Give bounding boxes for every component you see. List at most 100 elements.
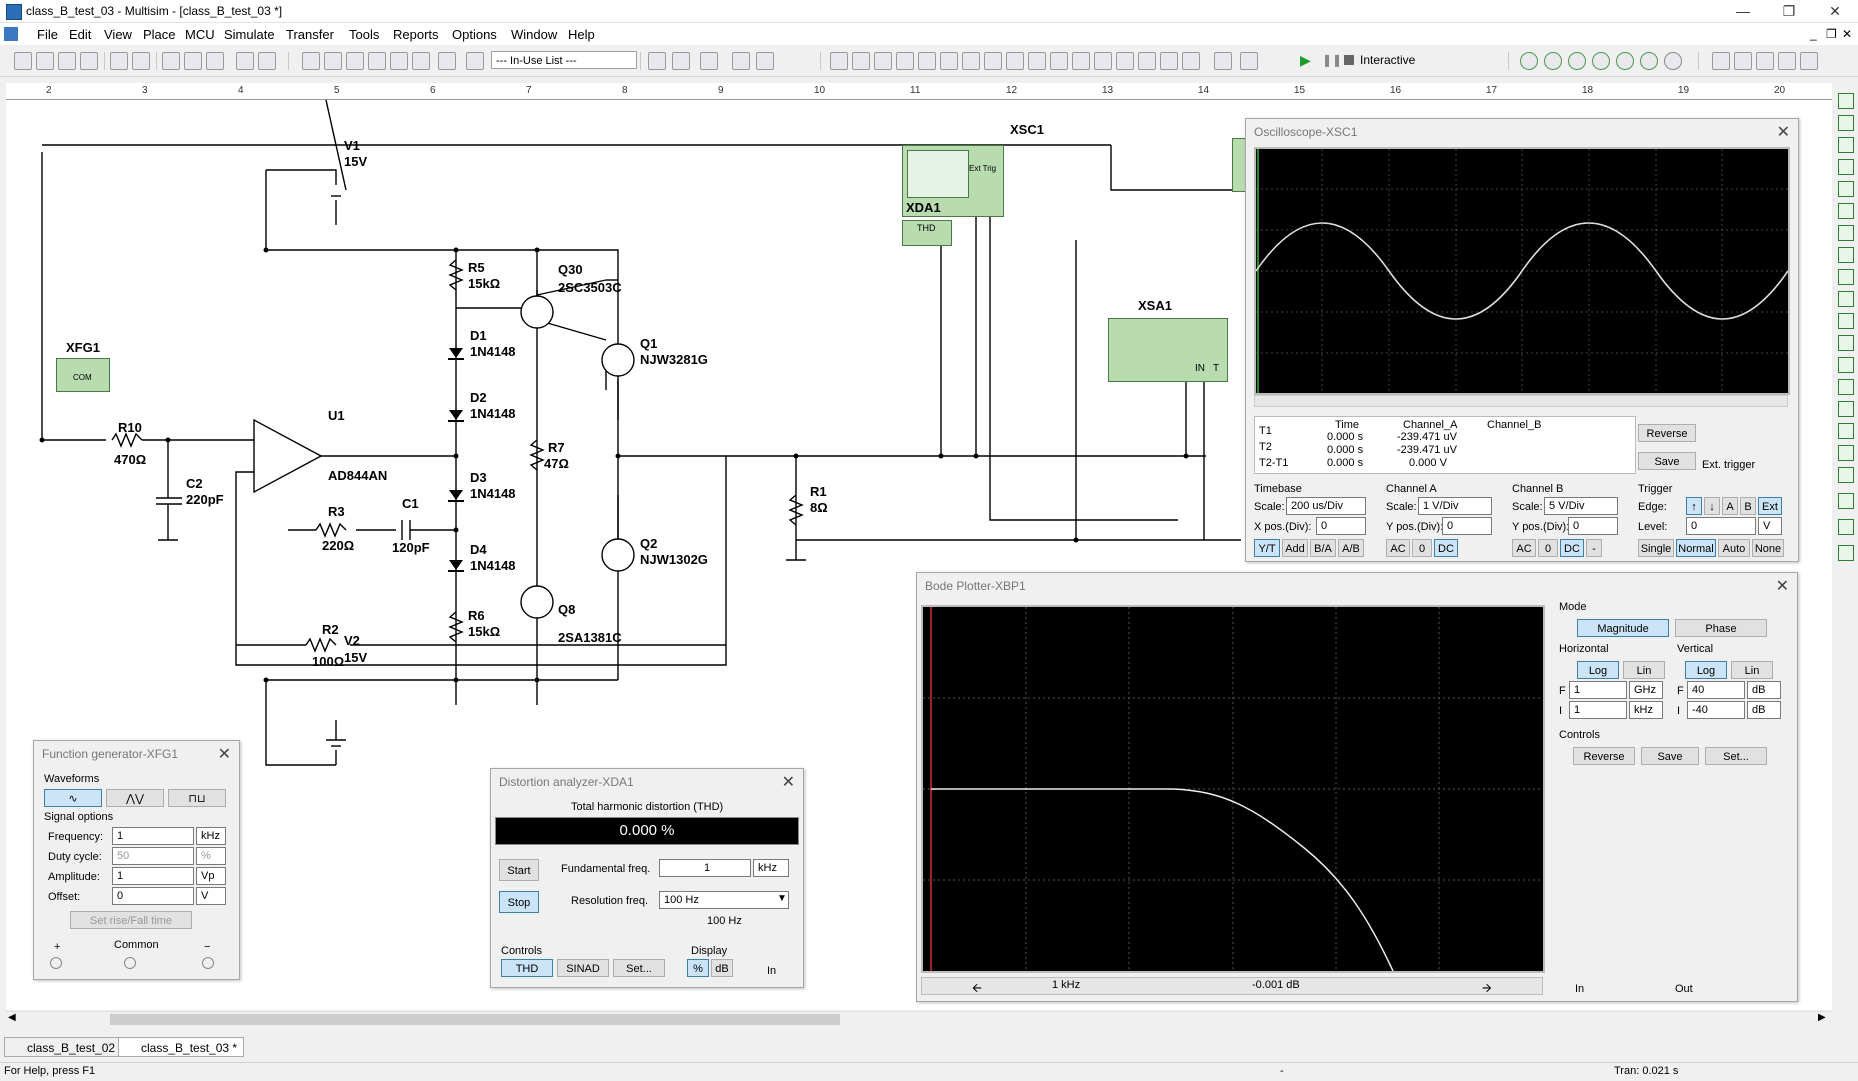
menu-view[interactable]: View — [104, 27, 132, 42]
probe-voltage-icon[interactable] — [1520, 52, 1538, 70]
timebase-scale-field[interactable]: 200 us/Div — [1286, 497, 1366, 515]
find-examples-icon[interactable] — [732, 52, 750, 70]
open-icon[interactable] — [36, 52, 54, 70]
postprocessor-icon[interactable] — [390, 52, 408, 70]
oscilloscope-icon[interactable] — [1838, 159, 1854, 175]
place-electromechanical-icon[interactable] — [1138, 52, 1156, 70]
menu-file[interactable]: File — [37, 27, 58, 42]
trigger-single-button[interactable]: Single — [1638, 539, 1674, 557]
frequency-field[interactable]: 1 — [112, 827, 194, 845]
word-generator-icon[interactable] — [1838, 247, 1854, 263]
menu-edit[interactable]: Edit — [69, 27, 92, 42]
network-analyzer-icon[interactable] — [1838, 379, 1854, 395]
channel-a-zero-button[interactable]: 0 — [1412, 539, 1432, 557]
channel-a-ypos-field[interactable]: 0 — [1442, 517, 1492, 535]
bode-v-initial-field[interactable]: -40 — [1687, 701, 1745, 719]
triangle-wave-icon[interactable]: ⋀⋁ — [106, 789, 164, 807]
distortion-analyzer-icon[interactable] — [1838, 335, 1854, 351]
bode-set-button[interactable]: Set... — [1705, 747, 1767, 765]
four-channel-oscilloscope-icon[interactable] — [1838, 181, 1854, 197]
place-connector-icon[interactable] — [1182, 52, 1200, 70]
place-diode-icon[interactable] — [874, 52, 892, 70]
mdi-close-icon[interactable]: ✕ — [1842, 27, 1853, 41]
channel-b-minus-button[interactable]: - — [1586, 539, 1602, 557]
channel-b-scale-field[interactable]: 5 V/Div — [1544, 497, 1618, 515]
bode-magnitude-button[interactable]: Magnitude — [1577, 619, 1669, 637]
agilent-oscilloscope-icon[interactable] — [1838, 445, 1854, 461]
print-preview-icon[interactable] — [132, 52, 150, 70]
multimeter-icon[interactable] — [1838, 93, 1854, 109]
bode-phase-button[interactable]: Phase — [1675, 619, 1767, 637]
paste-icon[interactable] — [206, 52, 224, 70]
oscilloscope-close-icon[interactable]: ✕ — [1776, 124, 1790, 141]
bode-h-initial-field[interactable]: 1 — [1569, 701, 1627, 719]
save-icon[interactable] — [80, 52, 98, 70]
sinad-mode-button[interactable]: SINAD — [557, 959, 609, 977]
oscilloscope-xsc1-symbol[interactable]: Ext Trig — [902, 145, 1004, 217]
new-icon[interactable] — [14, 52, 32, 70]
logic-converter-icon[interactable] — [1838, 269, 1854, 285]
agilent-generator-icon[interactable] — [1838, 401, 1854, 417]
frequency-counter-icon[interactable] — [1838, 225, 1854, 241]
place-power-icon[interactable] — [1072, 52, 1090, 70]
channel-a-ac-button[interactable]: AC — [1386, 539, 1410, 557]
pause-simulation-icon[interactable]: ❚❚ — [1322, 53, 1343, 67]
duty-cycle-field[interactable]: 50 — [112, 847, 194, 865]
funcgen-close-icon[interactable]: ✕ — [217, 746, 231, 763]
wattmeter-icon[interactable] — [1838, 137, 1854, 153]
channel-b-dc-button[interactable]: DC — [1560, 539, 1584, 557]
place-mcu-icon[interactable] — [984, 52, 1002, 70]
menu-help[interactable]: Help — [568, 27, 595, 42]
in-use-list-dropdown[interactable]: --- In-Use List --- — [491, 51, 637, 69]
document-icon[interactable] — [4, 27, 18, 41]
function-generator-icon[interactable] — [1838, 115, 1854, 131]
stop-simulation-icon[interactable] — [1344, 55, 1354, 65]
trigger-auto-button[interactable]: Auto — [1718, 539, 1750, 557]
common-terminal-icon[interactable] — [124, 957, 136, 969]
set-rise-fall-button[interactable]: Set rise/Fall time — [70, 911, 192, 929]
help-icon[interactable] — [756, 52, 774, 70]
place-bus-icon[interactable] — [1240, 52, 1258, 70]
database-manager-icon[interactable] — [438, 52, 456, 70]
bode-close-icon[interactable]: ✕ — [1775, 578, 1789, 595]
open-sample-icon[interactable] — [58, 52, 76, 70]
electrical-rules-check-icon[interactable] — [648, 52, 666, 70]
place-mixed-icon[interactable] — [1028, 52, 1046, 70]
place-cmos-icon[interactable] — [962, 52, 980, 70]
trigger-b-button[interactable]: B — [1740, 497, 1756, 515]
spreadsheet-view-icon[interactable] — [324, 52, 342, 70]
place-misc-icon[interactable] — [1094, 52, 1112, 70]
maximize-button[interactable]: ❐ — [1782, 3, 1796, 19]
channel-a-dc-button[interactable]: DC — [1434, 539, 1458, 557]
parent-sheet-icon[interactable] — [412, 52, 430, 70]
fundamental-freq-field[interactable]: 1 — [659, 859, 751, 877]
display-percent-button[interactable]: % — [687, 959, 709, 977]
place-basic-icon[interactable] — [852, 52, 870, 70]
agilent-multimeter-icon[interactable] — [1838, 423, 1854, 439]
transfer-to-ultiboard-icon[interactable] — [672, 52, 690, 70]
current-clamp-icon[interactable] — [1838, 545, 1854, 561]
print-icon[interactable] — [110, 52, 128, 70]
mdi-minimize-icon[interactable]: _ — [1810, 27, 1817, 41]
place-ttl-icon[interactable] — [940, 52, 958, 70]
offset-unit[interactable]: V — [196, 887, 226, 905]
probe-digital-icon[interactable] — [1640, 52, 1658, 70]
place-source-icon[interactable] — [830, 52, 848, 70]
offset-field[interactable]: 0 — [112, 887, 194, 905]
spectrum-analyzer-xsa1-symbol[interactable]: IN T — [1108, 318, 1228, 382]
probe-current-icon[interactable] — [1544, 52, 1562, 70]
trigger-ext-button[interactable]: Ext — [1758, 497, 1782, 515]
copy-icon[interactable] — [184, 52, 202, 70]
oscilloscope-scrollbar[interactable] — [1254, 395, 1788, 407]
grapher-icon[interactable] — [368, 52, 386, 70]
logic-analyzer-icon[interactable] — [1838, 291, 1854, 307]
bode-v-final-field[interactable]: 40 — [1687, 681, 1745, 699]
channel-b-zero-button[interactable]: 0 — [1538, 539, 1558, 557]
frequency-unit[interactable]: kHz — [196, 827, 226, 845]
yt-button[interactable]: Y/T — [1254, 539, 1280, 557]
place-indicator-icon[interactable] — [1050, 52, 1068, 70]
place-rf-icon[interactable] — [1116, 52, 1134, 70]
bode-h-final-field[interactable]: 1 — [1569, 681, 1627, 699]
spectrum-analyzer-icon[interactable] — [1838, 357, 1854, 373]
ab-button[interactable]: A/B — [1338, 539, 1364, 557]
